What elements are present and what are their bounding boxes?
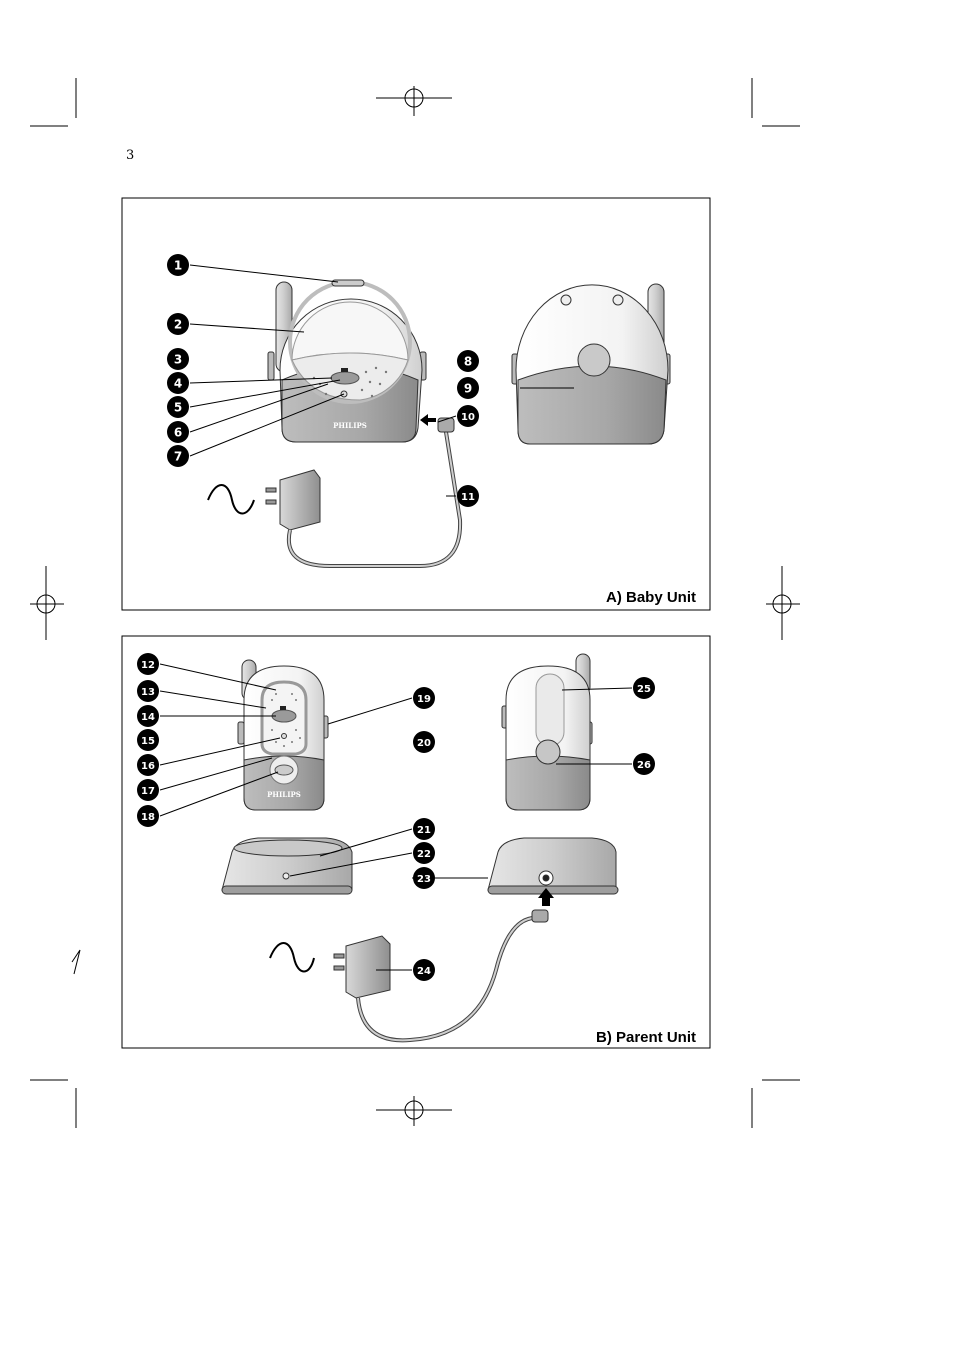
- svg-text:6: 6: [174, 426, 182, 440]
- svg-text:20: 20: [417, 738, 431, 749]
- callout-24: 24: [413, 959, 435, 981]
- svg-text:23: 23: [417, 874, 431, 885]
- svg-text:2: 2: [174, 318, 182, 332]
- svg-text:25: 25: [637, 684, 651, 695]
- callout-23: 23: [413, 867, 435, 889]
- ac-wave-icon: [269, 942, 315, 973]
- callout-13: 13: [137, 680, 159, 702]
- svg-text:12: 12: [141, 660, 155, 671]
- brand-logo-front: PHILIPS: [333, 421, 367, 430]
- callout-16: 16: [137, 754, 159, 776]
- svg-text:10: 10: [461, 412, 475, 423]
- svg-text:5: 5: [174, 401, 182, 415]
- callout-8: 8: [457, 350, 479, 372]
- callout-5: 5: [167, 396, 189, 418]
- baby-unit-panel: PHILIPS: [121, 197, 711, 611]
- power-adapter-icon: [333, 935, 391, 999]
- baby-leader-lines: [189, 264, 574, 497]
- svg-text:14: 14: [141, 712, 155, 723]
- callout-18: 18: [137, 805, 159, 827]
- callout-20: 20: [413, 731, 435, 753]
- svg-text:4: 4: [174, 377, 182, 391]
- callout-4: 4: [167, 372, 189, 394]
- parent-panel-title: B) Parent Unit: [596, 1029, 696, 1046]
- svg-text:19: 19: [417, 694, 431, 705]
- registration-crosshair-icon: [376, 1096, 452, 1126]
- parent-unit-panel: PHILIPS: [121, 635, 711, 1049]
- callout-1: 1: [167, 254, 189, 276]
- baby-panel-title: A) Baby Unit: [606, 589, 696, 606]
- baby-unit-front: PHILIPS: [267, 279, 427, 443]
- parent-leader-lines: [159, 663, 633, 971]
- crop-marks: [30, 78, 800, 1128]
- parent-unit-back: [501, 653, 593, 811]
- svg-text:26: 26: [637, 760, 651, 771]
- svg-text:17: 17: [141, 786, 155, 797]
- svg-text:11: 11: [461, 492, 475, 503]
- callout-14: 14: [137, 705, 159, 727]
- baby-unit-back: [511, 283, 671, 445]
- insert-arrow-icon: [538, 888, 554, 906]
- svg-text:15: 15: [141, 736, 155, 747]
- svg-text:18: 18: [141, 812, 155, 823]
- callout-21: 21: [413, 818, 435, 840]
- callout-12: 12: [137, 653, 159, 675]
- svg-text:16: 16: [141, 761, 155, 772]
- callout-2: 2: [167, 313, 189, 335]
- svg-text:3: 3: [174, 353, 182, 367]
- svg-text:7: 7: [174, 450, 182, 464]
- callout-6: 6: [167, 421, 189, 443]
- charger-base-back: [487, 837, 619, 895]
- callout-25: 25: [633, 677, 655, 699]
- callout-9: 9: [457, 377, 479, 399]
- registration-crosshair-icon: [376, 86, 452, 116]
- insert-arrow-icon: [420, 414, 436, 426]
- registration-crosshair-icon: [30, 566, 64, 640]
- brand-logo-parent: PHILIPS: [267, 790, 301, 799]
- svg-text:21: 21: [417, 825, 431, 836]
- page-number: 3: [126, 148, 135, 163]
- svg-text:1: 1: [174, 259, 182, 273]
- registration-crosshair-icon: [766, 566, 800, 640]
- callout-17: 17: [137, 779, 159, 801]
- svg-text:9: 9: [464, 382, 472, 396]
- charger-base-front: [221, 837, 353, 895]
- svg-text:22: 22: [417, 849, 431, 860]
- ac-wave-icon: [207, 484, 255, 515]
- callout-10: 10: [457, 405, 479, 427]
- callout-7: 7: [167, 445, 189, 467]
- callout-19: 19: [413, 687, 435, 709]
- parent-unit-front: PHILIPS: [237, 659, 329, 811]
- svg-text:8: 8: [464, 355, 472, 369]
- parent-callouts: 12 13 14 15 16 17 18 19 20 21 22 23 24 2…: [137, 653, 655, 981]
- callout-22: 22: [413, 842, 435, 864]
- callout-11: 11: [457, 485, 479, 507]
- svg-text:13: 13: [141, 687, 155, 698]
- callout-26: 26: [633, 753, 655, 775]
- baby-callouts: 1 2 3 4 5 6 7 8 9 10 11: [167, 254, 479, 507]
- callout-15: 15: [137, 729, 159, 751]
- power-adapter-icon: [265, 469, 321, 531]
- callout-3: 3: [167, 348, 189, 370]
- pen-mark: [71, 949, 81, 975]
- svg-text:24: 24: [417, 966, 431, 977]
